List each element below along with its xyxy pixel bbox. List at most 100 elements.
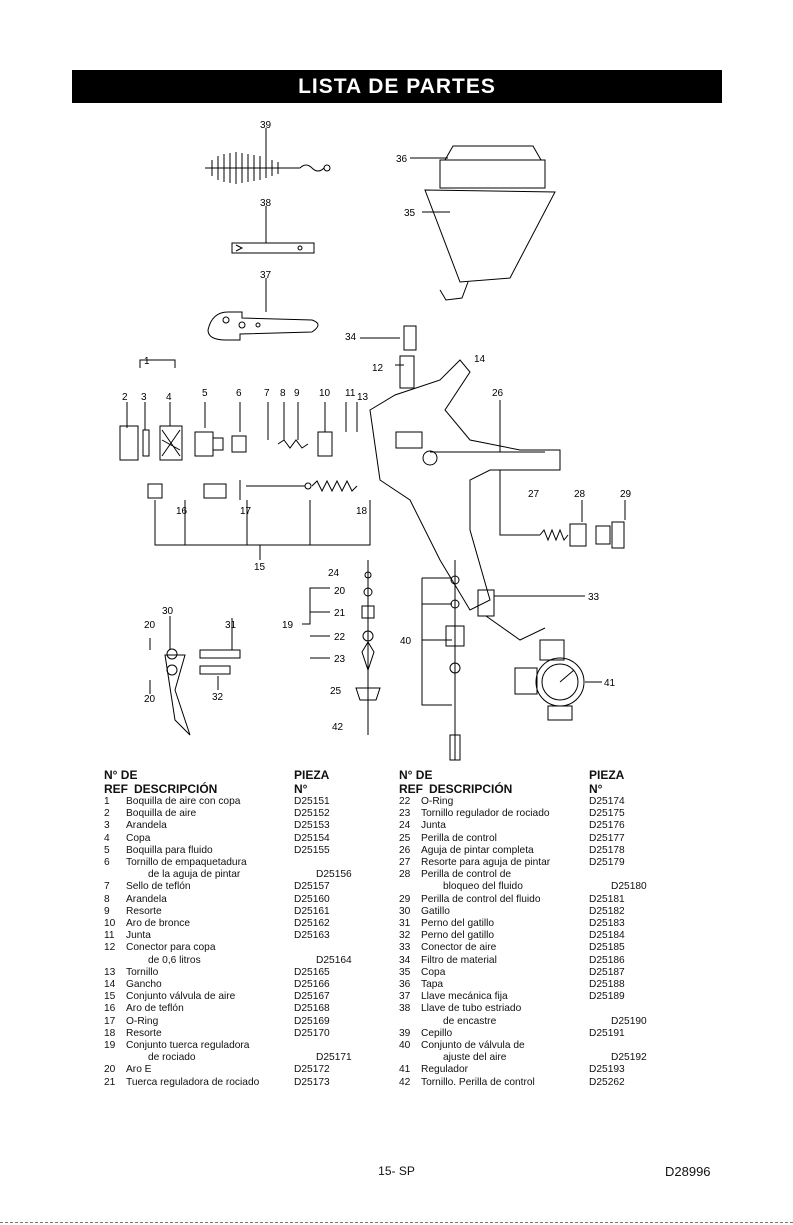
callout-12: 12 <box>372 363 384 374</box>
parts-part: D25178 <box>589 844 625 856</box>
parts-part <box>294 942 364 954</box>
parts-ref: 37 <box>399 991 411 1003</box>
parts-ref: 42 <box>399 1076 411 1088</box>
parts-ref <box>104 869 126 881</box>
parts-ref: 32 <box>399 930 411 942</box>
parts-desc: Perno del gatillo <box>421 918 495 930</box>
header-descripcion: DESCRIPCIÓN <box>134 782 218 796</box>
parts-part: D25176 <box>589 820 625 832</box>
callout-6: 6 <box>236 388 242 399</box>
callout-14: 14 <box>474 354 486 365</box>
parts-part: D25170 <box>294 1027 330 1039</box>
parts-part: D25162 <box>294 918 330 930</box>
parts-row: 28 Perilla de control de <box>399 869 681 881</box>
parts-desc: Resorte <box>126 1027 162 1039</box>
parts-ref: 8 <box>104 893 110 905</box>
parts-ref: 1 <box>104 796 110 807</box>
parts-ref: 24 <box>399 820 411 832</box>
parts-ref: 14 <box>104 979 116 991</box>
header-no: N° <box>589 782 603 796</box>
parts-ref: 18 <box>104 1027 116 1039</box>
parts-desc: Aguja de pintar completa <box>421 844 534 856</box>
parts-ref: 2 <box>104 808 110 820</box>
parts-ref: 41 <box>399 1064 411 1076</box>
callout-24: 24 <box>328 568 340 579</box>
parts-desc: Conjunto de válvula de <box>421 1040 525 1052</box>
parts-desc: ajuste del aire <box>443 1052 507 1064</box>
parts-desc: Perilla de control de <box>421 869 512 881</box>
callout-23: 23 <box>334 654 346 665</box>
parts-ref: 40 <box>399 1040 411 1052</box>
parts-desc: Copa <box>421 966 446 978</box>
parts-desc: O-Ring <box>126 1015 159 1027</box>
parts-part: D25154 <box>294 832 330 844</box>
page-title: LISTA DE PARTES <box>72 70 722 103</box>
parts-desc: Copa <box>126 832 151 844</box>
parts-desc: Regulador <box>421 1064 469 1076</box>
parts-ref: 34 <box>399 954 411 966</box>
parts-desc: Boquilla para fluido <box>126 844 213 856</box>
callout-18: 18 <box>356 506 368 517</box>
parts-part: D25168 <box>294 1003 330 1015</box>
parts-desc: Sello de teflón <box>126 881 191 893</box>
header-ref: REF <box>104 782 128 796</box>
parts-desc: Arandela <box>126 893 167 905</box>
parts-part: D25151 <box>294 796 330 807</box>
parts-ref: 28 <box>399 869 411 881</box>
parts-part: D25193 <box>589 1064 625 1076</box>
callout-32: 32 <box>212 692 224 703</box>
parts-desc: Conector de aire <box>421 942 497 954</box>
parts-ref: 36 <box>399 979 411 991</box>
callout-38: 38 <box>260 198 272 209</box>
parts-ref: 6 <box>104 857 110 869</box>
parts-ref: 16 <box>104 1003 116 1015</box>
parts-desc: Llave de tubo estriado <box>421 1003 522 1015</box>
parts-part <box>294 1040 364 1052</box>
parts-ref <box>104 955 126 967</box>
parts-ref: 11 <box>104 930 115 942</box>
parts-ref <box>399 881 421 893</box>
parts-part: D25172 <box>294 1064 330 1076</box>
callout-36: 36 <box>396 154 408 165</box>
parts-part: D25189 <box>589 991 625 1003</box>
parts-desc: Junta <box>421 820 446 832</box>
parts-part: D25185 <box>589 942 625 954</box>
parts-part: D25186 <box>589 954 625 966</box>
parts-part <box>589 869 659 881</box>
parts-ref: 9 <box>104 905 110 917</box>
parts-desc: Conector para copa <box>126 942 216 954</box>
parts-part <box>294 857 364 869</box>
callout-13: 13 <box>357 392 369 403</box>
parts-desc: Aro E <box>126 1064 152 1076</box>
callout-33: 33 <box>588 592 600 603</box>
parts-part: D25167 <box>294 991 330 1003</box>
callout-28: 28 <box>574 489 586 500</box>
parts-desc: Tornillo. Perilla de control <box>421 1076 535 1088</box>
parts-desc: Resorte <box>126 905 162 917</box>
parts-ref: 7 <box>104 881 110 893</box>
parts-desc: Boquilla de aire con copa <box>126 796 241 807</box>
parts-ref: 12 <box>104 942 116 954</box>
callout-2: 2 <box>122 392 128 403</box>
callout-5: 5 <box>202 388 208 399</box>
parts-part: D25161 <box>294 905 330 917</box>
parts-ref: 10 <box>104 918 116 930</box>
parts-desc: Resorte para aguja de pintar <box>421 857 551 869</box>
document-code: D28996 <box>665 1164 711 1179</box>
